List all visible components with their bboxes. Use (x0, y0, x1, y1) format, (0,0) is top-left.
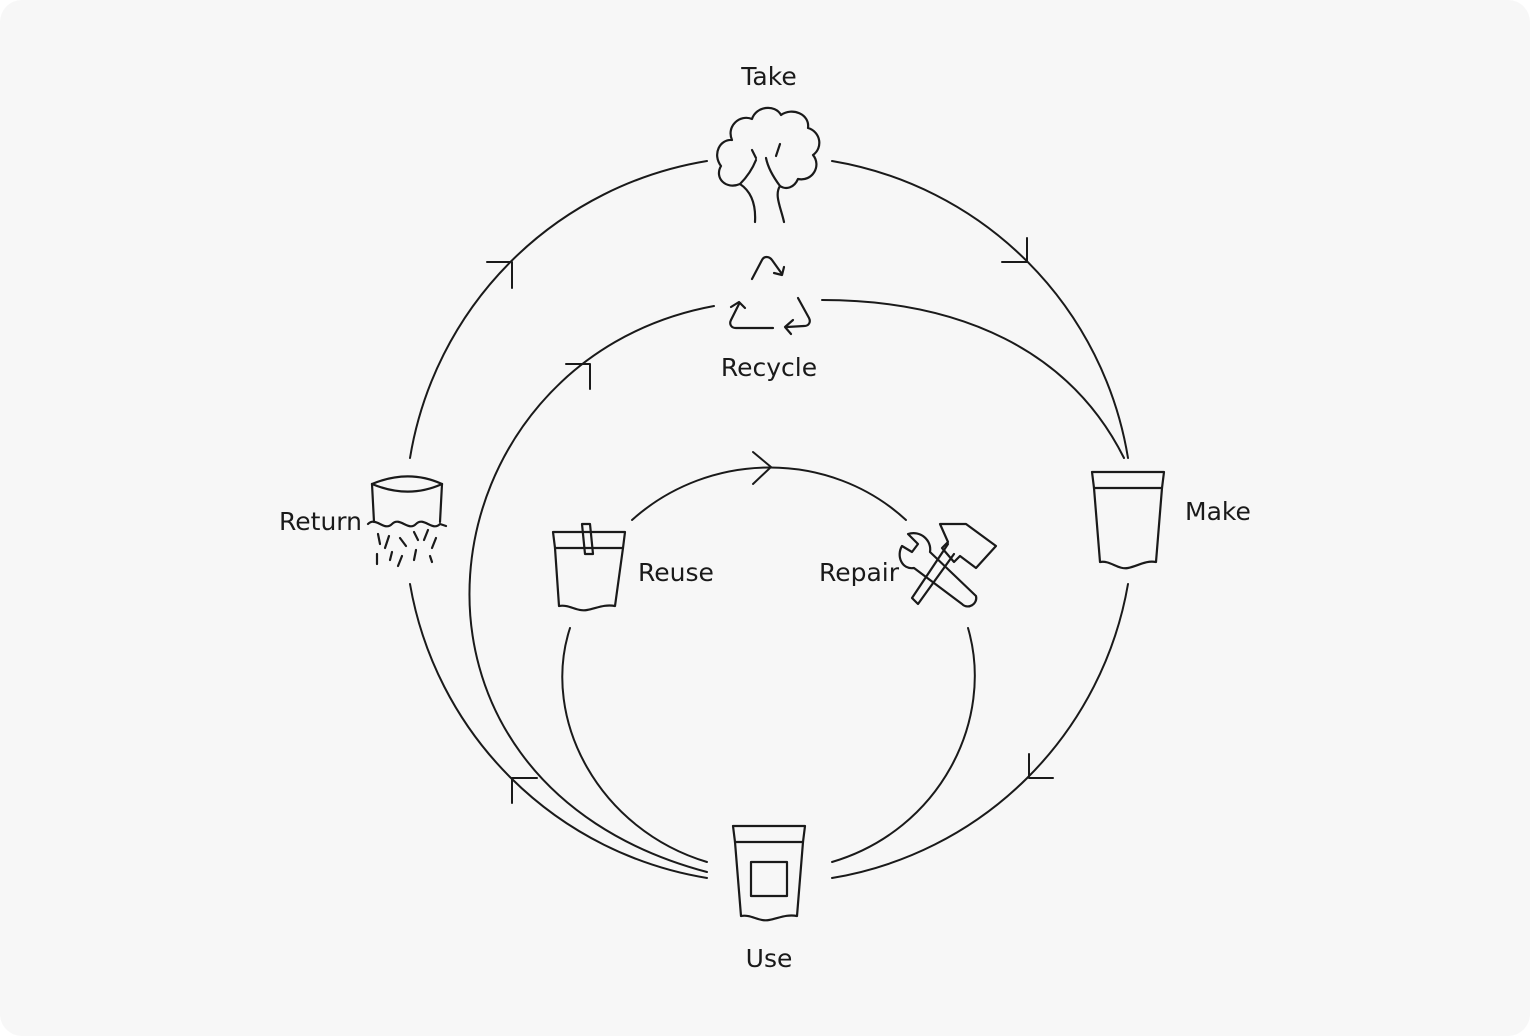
reuse-label: Reuse (638, 558, 714, 587)
arc-make-to-recycle (821, 299, 1125, 459)
stage-use: Use (731, 824, 807, 973)
recycle-icon (729, 255, 811, 336)
arrow-take-make (1001, 237, 1028, 263)
arrow-inner-loop (752, 451, 772, 485)
clipped-pouch-icon (551, 522, 627, 612)
pouch-icon (1090, 470, 1166, 570)
arrow-return-take (486, 261, 513, 289)
stage-return: Return (279, 475, 448, 568)
stage-recycle: Recycle (721, 255, 817, 382)
tree-icon (716, 106, 821, 224)
make-label: Make (1185, 497, 1251, 526)
take-label: Take (740, 62, 796, 91)
stage-take: Take (716, 62, 821, 224)
arc-make-to-use (831, 583, 1129, 879)
stage-repair: Repair (819, 522, 998, 608)
arc-use-to-reuse (561, 627, 708, 863)
repair-label: Repair (819, 558, 900, 587)
arc-reuse-to-repair (631, 466, 907, 521)
recycle-label: Recycle (721, 353, 817, 382)
compost-pouch-icon (366, 475, 448, 568)
arrow-make-use (1028, 753, 1054, 779)
arc-recycle-to-use (468, 305, 715, 873)
arc-use-to-return (409, 583, 708, 879)
arrow-use-return (511, 777, 538, 804)
return-label: Return (279, 507, 362, 536)
stage-make: Make (1090, 470, 1251, 570)
arrow-recycle-loop (565, 363, 591, 390)
use-label: Use (746, 944, 793, 973)
wrench-hammer-icon (898, 522, 998, 608)
stage-reuse: Reuse (551, 522, 714, 612)
recycle-loop (468, 299, 1125, 873)
outer-cycle (409, 160, 1129, 879)
arc-repair-to-use (831, 627, 976, 863)
labeled-pouch-icon (731, 824, 807, 922)
arc-take-to-make (831, 160, 1129, 459)
arc-return-to-take (409, 160, 708, 459)
inner-loop (561, 451, 976, 863)
